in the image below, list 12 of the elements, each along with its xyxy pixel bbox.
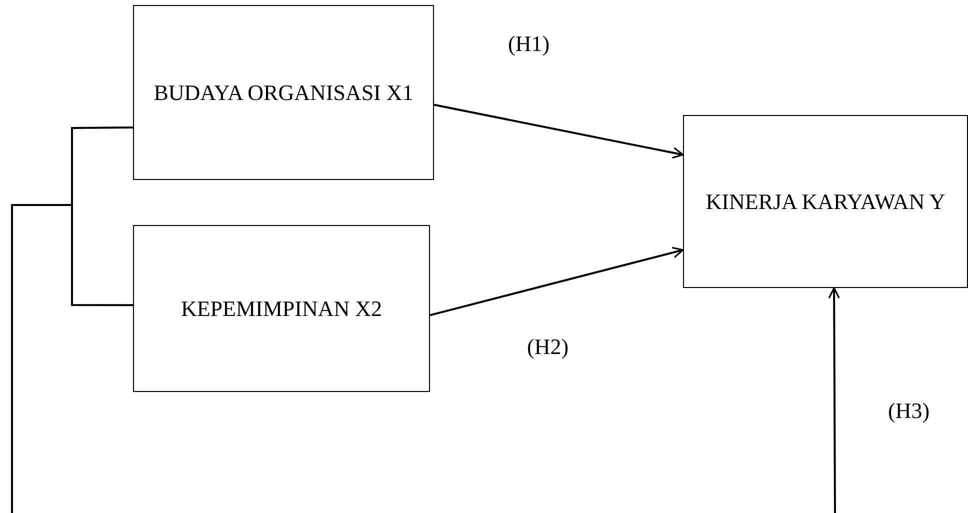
variable-box — [133, 5, 434, 180]
arrow — [828, 287, 840, 513]
arrow — [430, 246, 684, 316]
variable-box — [683, 115, 968, 288]
variable-label: BUDAYA ORGANISASI X1 — [154, 78, 414, 106]
arrow — [434, 104, 684, 159]
variable-box — [133, 225, 430, 392]
hypothesis-label: (H2) — [527, 333, 569, 361]
variable-label: KINERJA KARYAWAN Y — [706, 188, 946, 216]
hypothesis-label: (H1) — [508, 30, 550, 58]
hypothesis-label: (H3) — [888, 397, 930, 425]
variable-label: KEPEMIMPINAN X2 — [180, 294, 382, 322]
